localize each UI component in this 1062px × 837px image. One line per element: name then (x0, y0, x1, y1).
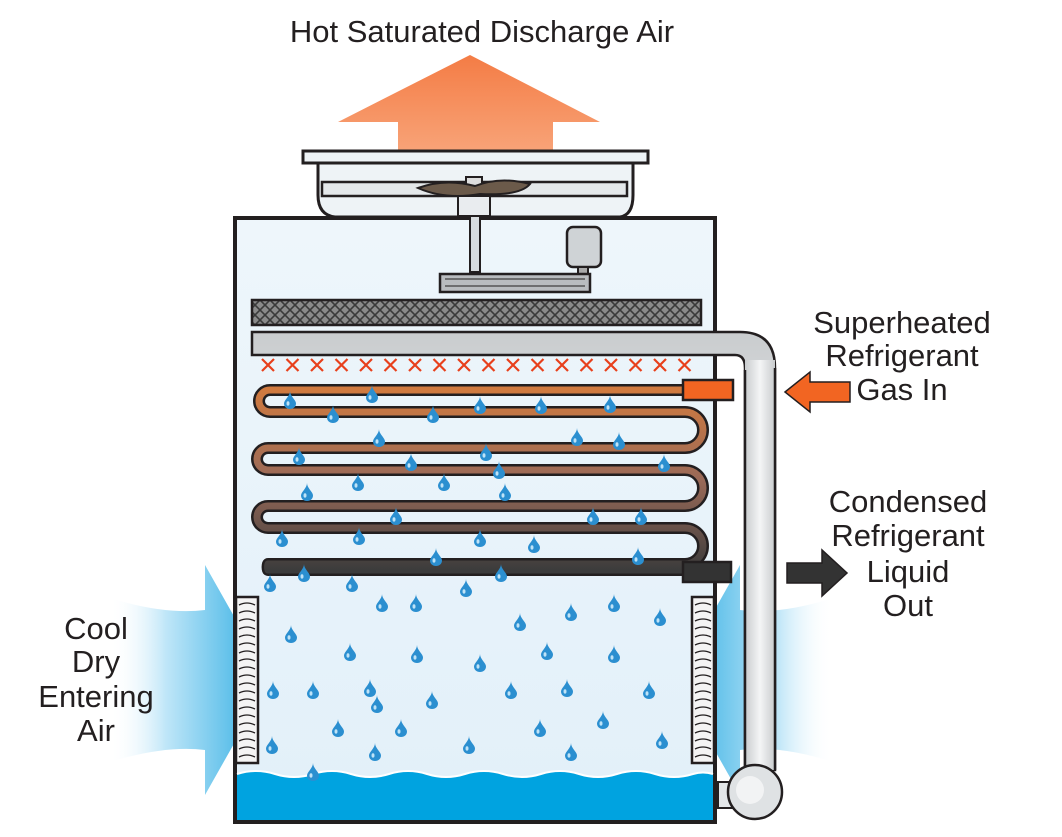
cool-air-arrow-left (110, 565, 270, 795)
louver-slat (694, 634, 712, 638)
gas-in-label: Superheated Refrigerant Gas In (813, 305, 991, 407)
spray-header-pipe (250, 330, 784, 821)
fan-icon (415, 176, 532, 273)
louver-slat (694, 754, 712, 758)
louver-slat (238, 722, 256, 726)
svg-text:Condensed: Condensed (829, 484, 988, 519)
spray-nozzle (555, 358, 569, 372)
entering-air-label: Cool Dry Entering Air (38, 611, 153, 748)
louver-slat (238, 698, 256, 702)
spray-nozzle (457, 358, 471, 372)
louver-slat (238, 754, 256, 758)
svg-text:Entering: Entering (38, 679, 153, 714)
coil-inlet (681, 378, 735, 402)
svg-text:Gas In: Gas In (856, 372, 947, 407)
spray-nozzle (481, 358, 496, 372)
svg-text:Refrigerant: Refrigerant (825, 338, 979, 373)
louver-slat (238, 690, 256, 694)
svg-text:Refrigerant: Refrigerant (831, 518, 985, 553)
louver-slat (238, 666, 256, 670)
louver-slat (694, 610, 712, 614)
louver-slat (238, 714, 256, 718)
svg-text:Air: Air (77, 713, 115, 748)
louver-slat (238, 738, 256, 742)
louver-slat (238, 618, 256, 622)
spray-nozzle (628, 358, 643, 372)
svg-text:Superheated: Superheated (813, 305, 991, 340)
spray-nozzle (677, 358, 692, 372)
louver-slat (694, 706, 712, 710)
louver-slat (694, 746, 712, 750)
spray-nozzle (653, 358, 667, 372)
spray-nozzle-icon (261, 358, 692, 372)
spray-nozzle (359, 358, 373, 372)
louver-slat (238, 674, 256, 678)
louver-slat (694, 666, 712, 670)
svg-text:Liquid: Liquid (867, 554, 950, 589)
spray-nozzle (383, 358, 398, 372)
spray-nozzle (285, 358, 300, 372)
louver-slat (238, 634, 256, 638)
condenser-coil (251, 378, 735, 584)
spray-nozzle (334, 358, 349, 372)
discharge-air-label: Hot Saturated Discharge Air (290, 14, 674, 49)
louver-slat (238, 610, 256, 614)
motor-icon (438, 225, 603, 294)
louver-slat (238, 642, 256, 646)
louver-slat (238, 730, 256, 734)
louver-slat (238, 650, 256, 654)
spray-nozzle (530, 358, 545, 372)
louver-slat (238, 682, 256, 686)
louver-slat (694, 714, 712, 718)
louver-slat (694, 738, 712, 742)
louver-slat (238, 602, 256, 606)
louver-slat (694, 618, 712, 622)
liquid-out-label: Condensed Refrigerant Liquid Out (829, 484, 988, 623)
drift-eliminator-icon (250, 298, 703, 327)
louver-slat (694, 602, 712, 606)
svg-text:Dry: Dry (72, 644, 121, 679)
svg-text:Out: Out (883, 588, 933, 623)
spray-nozzle (310, 358, 324, 372)
louver-slat (238, 658, 256, 662)
spray-nozzle (432, 358, 447, 372)
spray-nozzle (261, 358, 275, 372)
louver-slat (238, 626, 256, 630)
louver-slat (694, 682, 712, 686)
louver-slat (694, 642, 712, 646)
louver-slat (238, 706, 256, 710)
svg-text:Cool: Cool (64, 611, 128, 646)
louver-slat (694, 722, 712, 726)
gas-in-arrow (783, 370, 851, 414)
liquid-out-arrow (786, 548, 849, 598)
louver-slat (694, 658, 712, 662)
louver-slat (694, 626, 712, 630)
coil-outlet (681, 560, 733, 584)
louver-slat (694, 650, 712, 654)
spray-nozzle (579, 358, 594, 372)
air-inlet-louver-left (234, 595, 260, 765)
louver-slat (238, 746, 256, 750)
louver-slat (694, 698, 712, 702)
louver-slat (694, 690, 712, 694)
spray-nozzle (408, 358, 422, 372)
louver-slat (694, 730, 712, 734)
spray-nozzle (604, 358, 618, 372)
louver-slat (694, 674, 712, 678)
spray-nozzle (506, 358, 520, 372)
air-inlet-louver-right (690, 595, 716, 765)
